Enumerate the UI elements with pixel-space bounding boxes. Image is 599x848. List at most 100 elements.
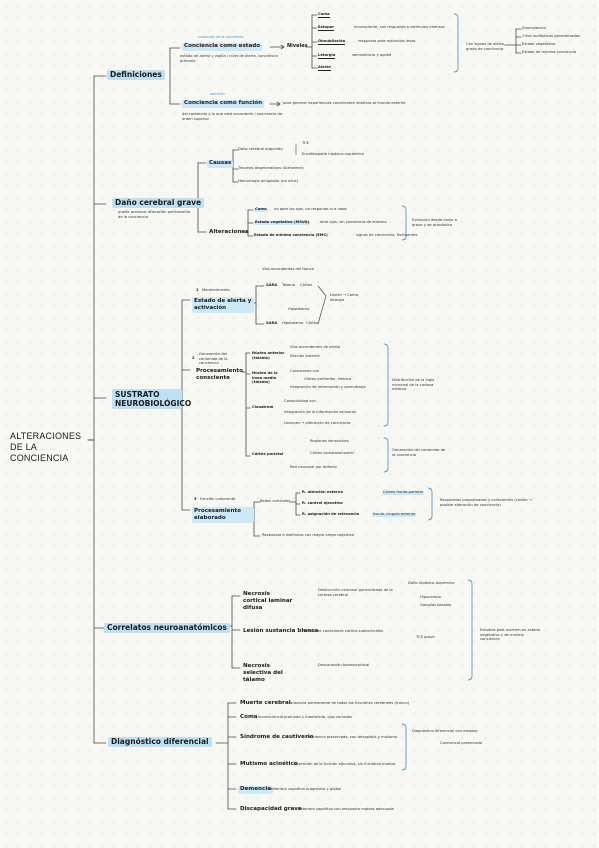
alerta-sara-2: Córtex — [300, 283, 313, 287]
grupo-linea-media: Núcleo de la línea media (tálamo) — [252, 371, 278, 385]
node-alteraciones: Alteraciones — [209, 229, 249, 235]
dx-muerte-cerebral: Muerte cerebral — [240, 700, 291, 706]
correlato-sustancia-blanca: Lesión sustancia blanca — [243, 628, 319, 634]
dx-side-1: Diagnóstico diferencial con estados — [412, 729, 478, 733]
red-relevancia: R. asignación de relevancia — [302, 512, 360, 516]
exp-side-2: Ínsula, cíngulo anterior — [372, 512, 417, 517]
nivel-coma: Coma — [318, 12, 330, 18]
dx-mutismo-desc: alteración de la función ejecutiva, sin … — [294, 762, 396, 766]
conciencia-number: 2 — [192, 356, 195, 360]
branch-diagnostico: Diagnóstico diferencial — [108, 737, 212, 747]
branch-dano-cerebral: Daño cerebral grave — [112, 198, 205, 208]
causa-1-extra-2: Encefalopatía hipóxico-isquémica — [302, 152, 364, 156]
dx-demencia-desc: deterioro cognitivo progresivo y global — [270, 787, 342, 791]
dx-cautiverio: Síndrome de cautiverio — [240, 734, 314, 740]
claustrum-1: Conectividad con — [284, 399, 316, 403]
alt-bracket — [401, 205, 407, 241]
escala-item-1: Somnolencia — [522, 26, 546, 30]
alerta-lower-1: Hipotálamo — [282, 321, 304, 325]
grupo-cortex-parietal: Córtex parietal — [252, 452, 284, 456]
correlato-side-2: Hipocampo — [420, 595, 441, 599]
alteraciones-note: Evolución desde coma a grave y de pronós… — [412, 218, 457, 227]
nivel-estupor: Estupor — [318, 25, 335, 31]
alerta-merge — [317, 285, 327, 325]
node-estado-alerta: Estado de alerta y activación — [192, 297, 254, 313]
alerta-lower-2: Córtex — [306, 321, 319, 325]
exp-bottom: Respuesta a estímulos con mayor carga co… — [262, 533, 354, 537]
alerta-lower: SARA — [266, 321, 278, 325]
alerta-mid: Hipotálamo — [288, 307, 310, 311]
conciencia-note-1: Distribución de la vigía neuronal de la … — [392, 378, 435, 392]
estado-note: contenido de la conciencia — [198, 35, 244, 39]
correlato-sustancia-blanca-desc: Pérdida de conexiones cortico-subcortica… — [302, 629, 384, 633]
alerta-sara-1: Tálamo — [282, 283, 296, 287]
alteracion-emc-desc: signos de conciencia, fluctuantes — [356, 233, 418, 237]
dx-coma: Coma — [240, 714, 258, 720]
nivel-obnubilacion-desc: respuesta ante estímulos leves — [358, 39, 416, 43]
claustrum-2: Integración de la información sensorial — [284, 410, 356, 414]
correlato-necrosis-laminar: Necrosis cortical laminar difusa — [243, 591, 293, 611]
dx-bracket — [401, 723, 407, 771]
alteracion-coma: Coma — [254, 207, 268, 212]
branch-definiciones: Definiciones — [107, 70, 165, 80]
def-arrow-estado — [269, 44, 285, 50]
funcion-definition: del contenido y lo que está consciente /… — [182, 112, 283, 121]
correlato-side-3: Ganglios basales — [420, 603, 452, 607]
causa-1: Daño cerebral adquirido — [238, 147, 283, 151]
branch-sustrato: SUSTRATO NEUROBIOLÓGICO — [112, 389, 191, 409]
alteracion-coma-desc: no abre los ojos, no responde ni a nada — [274, 207, 347, 211]
node-conciencia-funcion: Conciencia como función — [182, 100, 265, 108]
conciencia-tag: Generación del contenido de la concienci… — [199, 352, 228, 366]
funcion-note: atención — [210, 92, 225, 96]
nivel-letargia-desc: somnolencia y apatía — [352, 53, 392, 57]
branch-correlatos: Correlatos neuroanatómicos — [104, 623, 230, 633]
escala-item-3: Estado vegetativo — [522, 42, 556, 46]
correlatos-note: Estudios post mortem en estado vegetativ… — [480, 628, 540, 642]
correlatos-bracket — [467, 579, 473, 681]
funcion-desc: para generar experiencias conscientes re… — [283, 101, 406, 105]
alerta-tag: Mantenimiento — [202, 288, 230, 292]
dx-cautiverio-desc: conciencia preservada, con tetraplejia y… — [306, 735, 398, 739]
dx-mutismo: Mutismo acinético — [240, 761, 298, 767]
red-control: R. control ejecutivo — [302, 501, 343, 505]
linea-media-1: Conexiones con — [290, 369, 320, 373]
linea-media-2: Córtex prefrontal, límbico — [304, 377, 352, 381]
dx-muerte-cerebral-desc: ausencia permanente de todas las funcion… — [290, 701, 410, 705]
cortex-parietal-3: Red neuronal por defecto — [290, 465, 337, 469]
conciencia-bracket-2 — [383, 437, 389, 473]
def-arrow-funcion — [269, 101, 281, 107]
causa-2: Traumas degenerativos (Alzheimer) — [238, 166, 304, 170]
claustrum-3: Lesiones → alteración de conciencia — [284, 421, 351, 425]
causa-3: Hemorragia amigdalar (no ictus) — [238, 179, 299, 183]
node-procesamiento-consciente: Procesamiento consciente — [196, 368, 243, 381]
alteracion-emc: Estado de mínima conciencia (EMC) — [254, 233, 328, 237]
alerta-top: Vías ascendentes del tronco — [262, 267, 315, 271]
conciencia-note-2: Generación del contenido de la concienci… — [392, 448, 446, 457]
exp-side-1: Córtex fronto-parietal — [382, 490, 424, 495]
alerta-number: 1 — [196, 288, 199, 292]
correlato-side-4: TCE grave — [416, 635, 435, 639]
dx-discapacidad: Discapacidad grave — [240, 806, 302, 812]
alteracion-vegetativo-desc: abre ojos, sin conciencia de entorno — [320, 220, 387, 224]
alerta-out: Lesión → Coma, letargia — [330, 293, 360, 302]
grupo-nucleo-anterior: Núcleo anterior (tálamo) — [252, 351, 285, 360]
escala-item-2: Crisis epilépticas generalizadas — [522, 34, 581, 38]
exp-tag: Función consciente — [200, 497, 236, 501]
escala-note: Con signos de alerta, grado de concienci… — [466, 42, 506, 51]
dx-demencia: Demencia — [238, 786, 274, 794]
node-conciencia-estado: Conciencia como estado — [182, 43, 263, 51]
alteracion-vegetativo: Estado vegetativo (MSVA) — [254, 220, 311, 225]
exp-bracket — [427, 487, 433, 521]
alerta-sara: SARA — [266, 283, 278, 287]
nucleo-anterior-2: Sección anterior — [290, 354, 321, 358]
cortex-parietal-1: Regiones sensoriales — [310, 439, 349, 443]
niveles-label: Niveles — [287, 43, 308, 49]
nivel-alerta: Alerta — [318, 65, 331, 71]
dx-side-2: Conciencia preservada — [440, 741, 483, 745]
root-title: ALTERACIONES DE LA CONCIENCIA — [10, 431, 82, 463]
nivel-estupor-desc: inconsciente, con respuesta a estímulos … — [354, 25, 445, 29]
nivel-obnubilacion: Obnubilación — [318, 39, 346, 45]
exp-via: Redes corticales — [260, 499, 291, 503]
causa-1-extra-1: TCE — [302, 141, 309, 145]
linea-media-3: Integración de información y aprendizaje — [290, 385, 366, 389]
